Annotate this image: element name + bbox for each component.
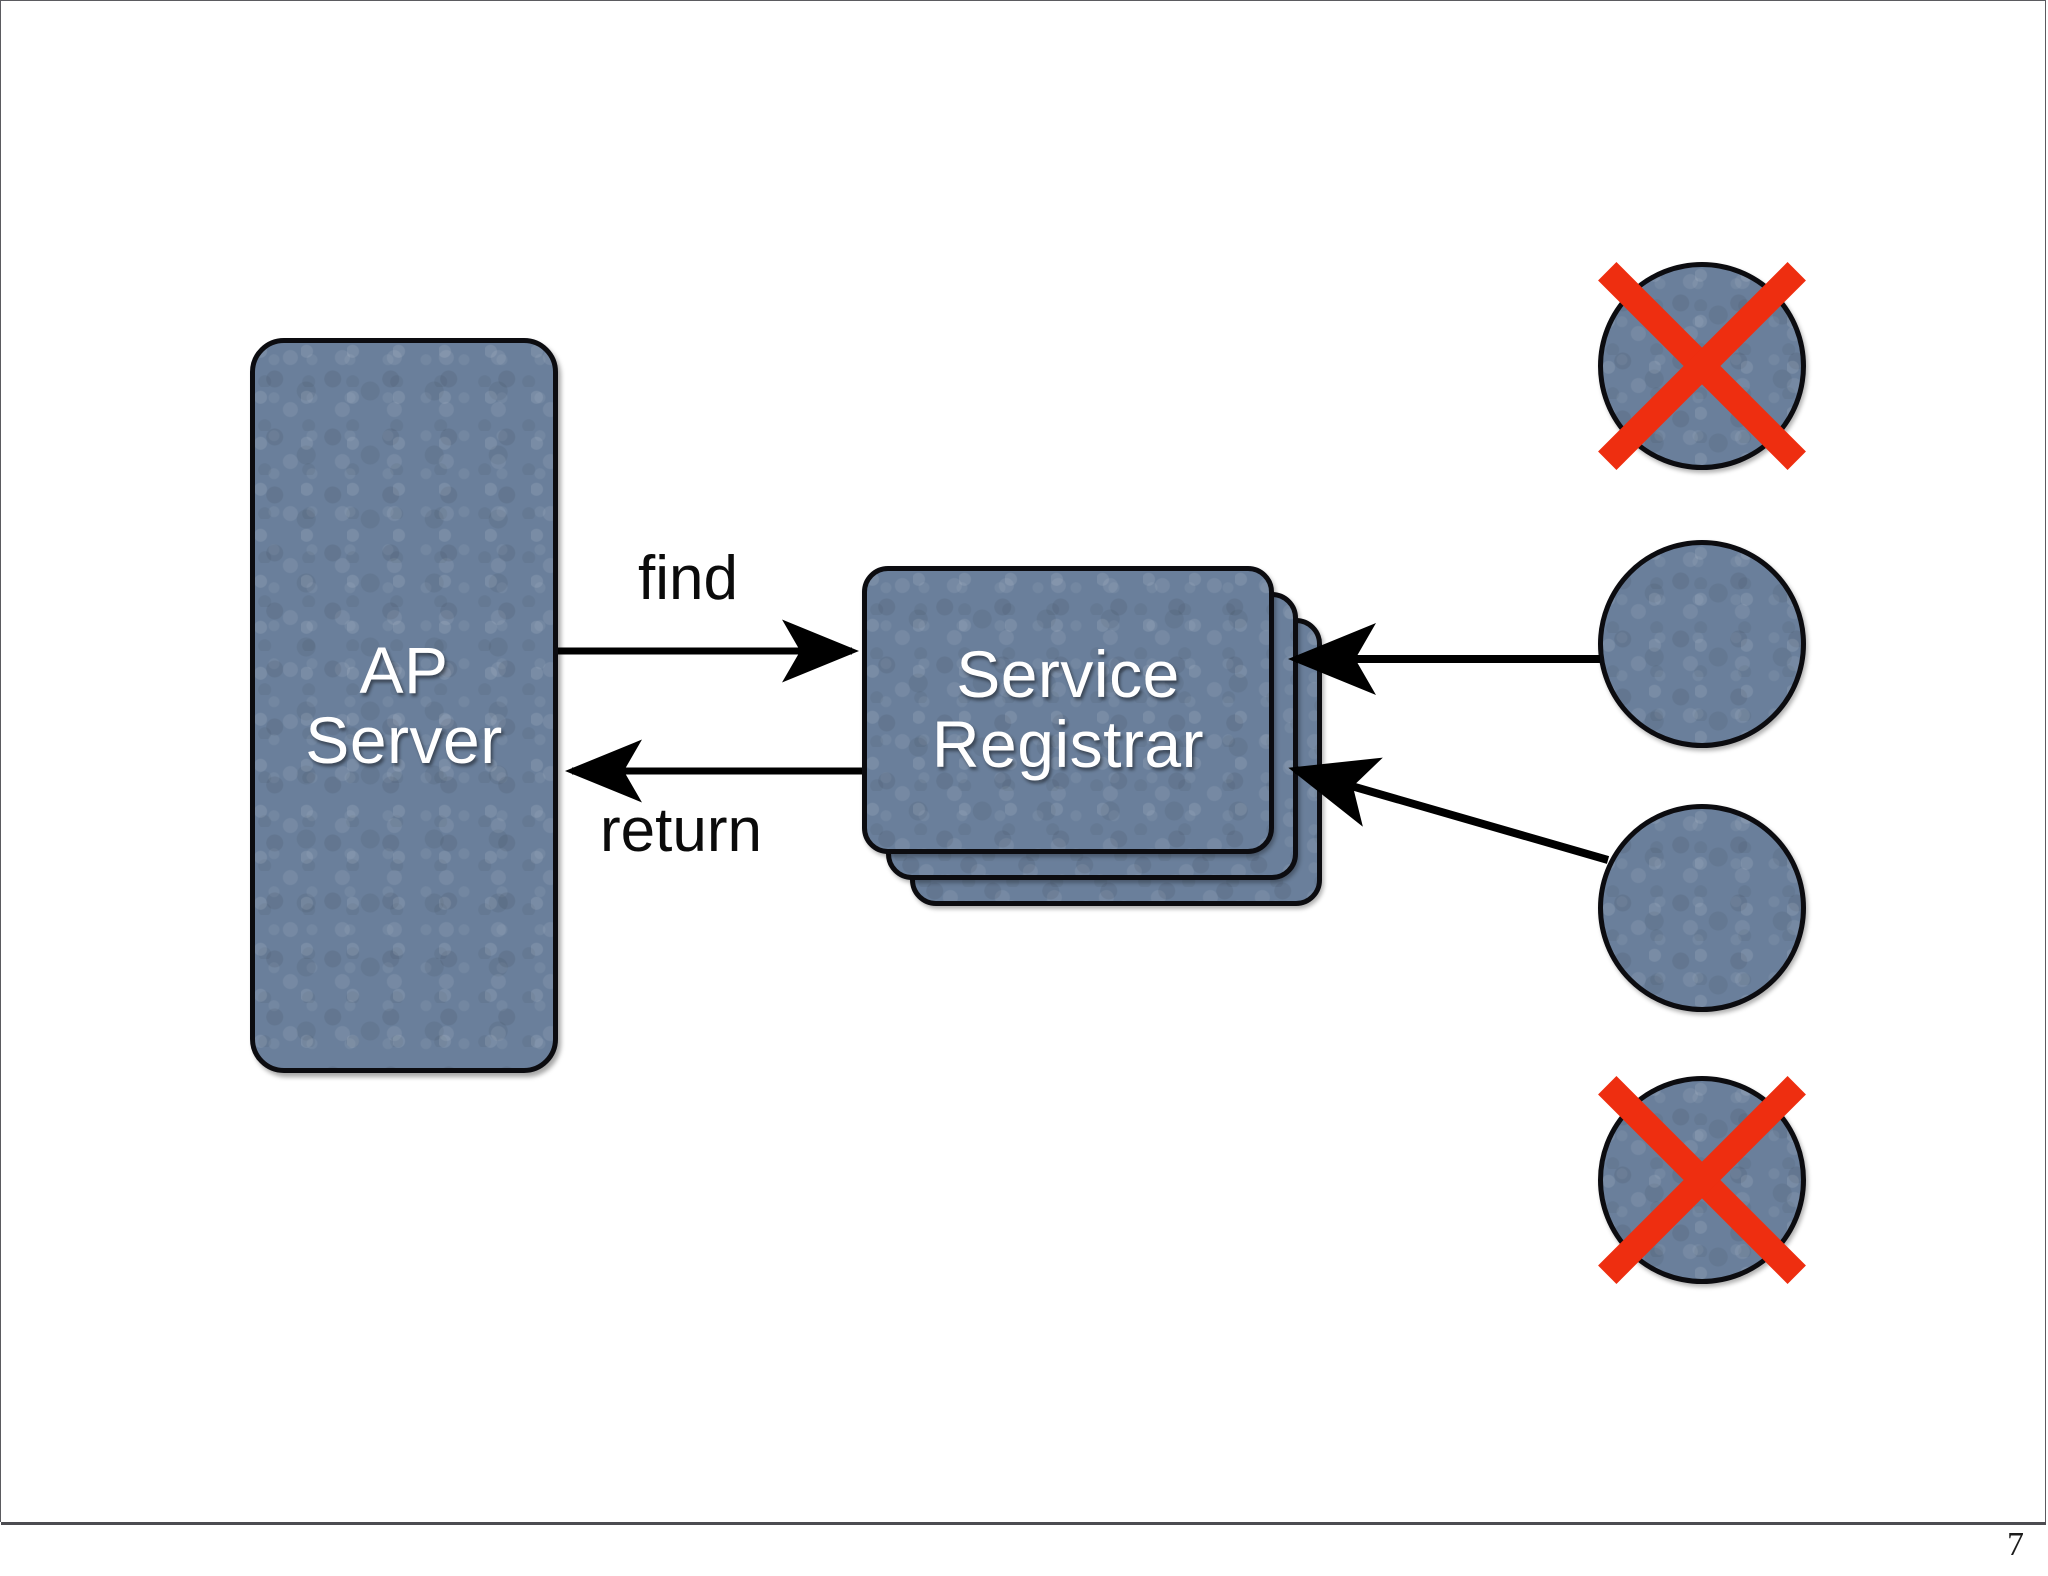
registrar-label-line2: Registrar <box>931 707 1205 781</box>
peer-node-3[interactable] <box>1598 804 1806 1012</box>
edge-peer3-to-registrar <box>1288 757 1610 864</box>
page-number: 7 <box>2007 1526 2024 1563</box>
registrar-card-front[interactable]: Service Registrar <box>862 566 1274 854</box>
edge-label-return: return <box>600 796 762 865</box>
node-service-registrar-stack[interactable]: Service Registrar <box>862 566 1322 906</box>
peer-node-2[interactable] <box>1598 540 1806 748</box>
peer-node-1[interactable] <box>1598 262 1806 470</box>
peer-node-4[interactable] <box>1598 1076 1806 1284</box>
ap-server-label-line1: AP <box>359 632 449 707</box>
node-ap-server[interactable]: AP Server <box>250 338 558 1073</box>
ap-server-label-line2: Server <box>305 702 503 777</box>
edge-label-find: find <box>638 544 738 613</box>
footer-divider <box>1 1522 2046 1525</box>
registrar-label-line1: Service <box>956 637 1180 712</box>
